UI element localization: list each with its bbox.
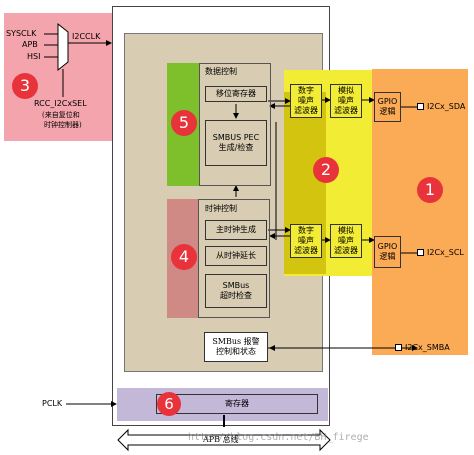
region-number-3: 3 xyxy=(12,73,38,99)
region-number-6: 6 xyxy=(157,392,181,416)
mux-input-apb: APB xyxy=(22,40,38,49)
gpio-region xyxy=(372,69,468,355)
master-clock-box: 主时钟生成 xyxy=(205,220,267,240)
sda-digital-filter: 数字 噪声 滤波器 xyxy=(290,84,322,118)
data-control-block xyxy=(199,63,271,186)
clock-control-title: 时钟控制 xyxy=(205,204,237,213)
mux-note-line2: 时钟控制器) xyxy=(44,121,82,129)
register-box: 寄存器 xyxy=(156,394,318,414)
sda-pin xyxy=(417,103,424,110)
smbus-timeout-line2: 超时检查 xyxy=(220,291,252,300)
data-control-title: 数据控制 xyxy=(205,67,237,76)
mux-select-label: RCC_I2CxSEL xyxy=(34,99,87,108)
mux-output-label: I2CCLK xyxy=(72,32,101,41)
region-number-4: 4 xyxy=(171,244,197,270)
register-band xyxy=(117,388,328,421)
region-number-1: 1 xyxy=(417,177,443,203)
smbus-timeout-box: SMBus 超时检查 xyxy=(205,274,267,308)
scl-digital-filter: 数字 噪声 滤波器 xyxy=(290,224,322,258)
pclk-label: PCLK xyxy=(42,399,63,408)
smba-pin xyxy=(395,344,402,351)
mux-shape xyxy=(57,22,69,72)
shift-register-box: 移位寄存器 xyxy=(205,86,267,102)
apb-bus-label: APB 总线 xyxy=(203,435,239,444)
sda-analog-filter: 模拟 噪声 滤波器 xyxy=(330,84,362,118)
mux-input-sysclk: SYSCLK xyxy=(6,29,37,38)
smbus-pec-line1: SMBUS PEC xyxy=(212,133,260,142)
scl-analog-filter: 模拟 噪声 滤波器 xyxy=(330,224,362,258)
smbus-pec-line2: 生成/检查 xyxy=(218,143,254,152)
smbus-alert-line2: 控制和状态 xyxy=(216,347,256,356)
scl-pin-label: I2Cx_SCL xyxy=(427,248,464,257)
slave-clock-stretch-box: 从时钟延长 xyxy=(205,246,267,266)
scl-gpio-logic: GPIO 逻辑 xyxy=(374,236,401,268)
watermark: http://blog.csdn.net/BH_firege xyxy=(188,432,369,443)
region-number-2: 2 xyxy=(313,157,339,183)
smbus-timeout-line1: SMBus xyxy=(222,281,250,290)
region-number-5: 5 xyxy=(171,110,197,136)
mux-note-line1: (来自复位和 xyxy=(42,111,80,119)
sda-pin-label: I2Cx_SDA xyxy=(427,102,466,111)
smbus-pec-box: SMBUS PEC 生成/检查 xyxy=(205,120,267,166)
smbus-alert-line1: SMBus 报警 xyxy=(212,337,260,346)
scl-pin xyxy=(417,249,424,256)
apb-bus-arrow xyxy=(117,428,331,452)
clock-control-block xyxy=(198,199,270,318)
smba-pin-label: I2Cx_SMBA xyxy=(405,343,450,352)
mux-input-hsi: HSI xyxy=(27,52,41,61)
smbus-alert-box: SMBus 报警 控制和状态 xyxy=(204,332,268,362)
sda-gpio-logic: GPIO 逻辑 xyxy=(374,92,401,122)
